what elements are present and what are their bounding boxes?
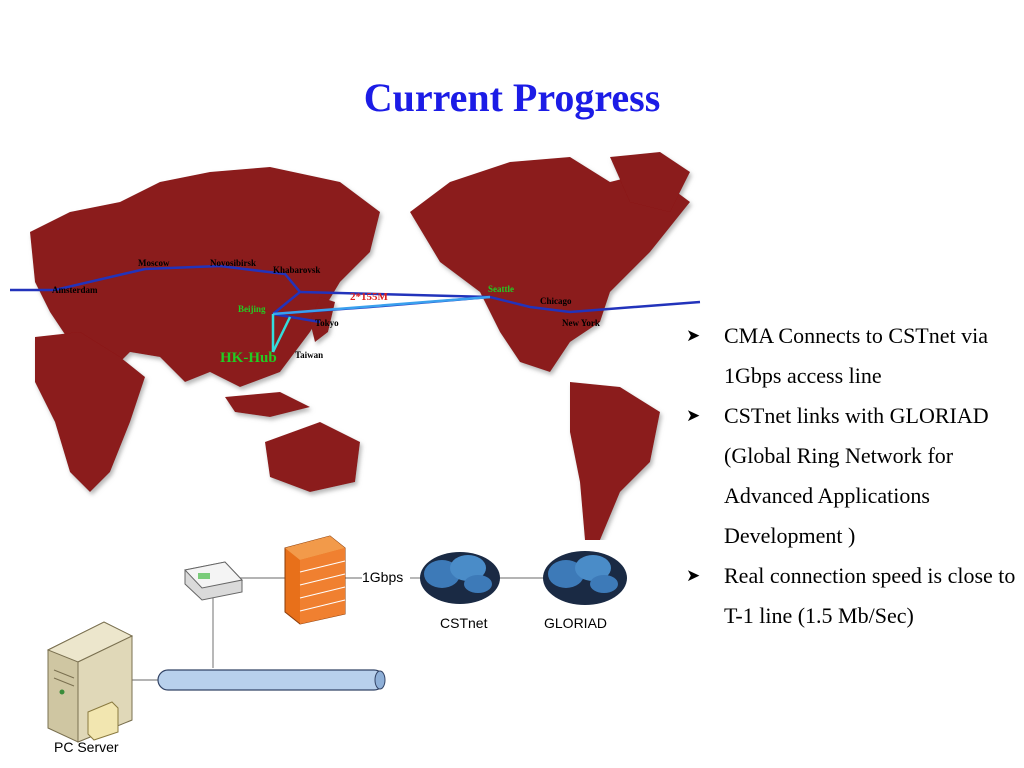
greenland-landmass: [610, 152, 690, 212]
cstnet-label: CSTnet: [440, 615, 488, 631]
bullet-item: ➤ CSTnet links with GLORIAD (Global Ring…: [686, 396, 1016, 556]
link-speed-label: 1Gbps: [362, 569, 403, 585]
city-seattle: Seattle: [488, 284, 514, 294]
arrow-bullet-icon: ➤: [686, 566, 701, 585]
bullet-item: ➤ CMA Connects to CSTnet via 1Gbps acces…: [686, 316, 1016, 396]
indonesia-landmass: [225, 392, 310, 417]
city-new-york: New York: [562, 318, 600, 328]
city-beijing: Beijing: [238, 304, 266, 314]
gloriad-label: GLORIAD: [544, 615, 607, 631]
japan-landmass: [310, 297, 335, 342]
arrow-bullet-icon: ➤: [686, 406, 701, 425]
bullet-list: ➤ CMA Connects to CSTnet via 1Gbps acces…: [686, 316, 1016, 636]
network-bus-icon: [157, 669, 386, 691]
city-chicago: Chicago: [540, 296, 572, 306]
eurasia-landmass: [30, 167, 380, 387]
cstnet-cloud-icon: [420, 552, 500, 604]
arrow-bullet-icon: ➤: [686, 326, 701, 345]
link-label: 2*155M: [350, 291, 389, 303]
africa-landmass: [35, 332, 145, 492]
gloriad-cloud-icon: [543, 551, 627, 605]
pc-server-icon: [46, 621, 134, 743]
city-novosibirsk: Novosibirsk: [210, 258, 256, 268]
network-links: [10, 264, 701, 353]
city-moscow: Moscow: [138, 258, 170, 268]
city-amsterdam: Amsterdam: [52, 285, 98, 295]
hub-label: HK-Hub: [220, 350, 277, 366]
firewall-icon: [284, 535, 346, 625]
slide-title: Current Progress: [363, 75, 661, 120]
world-map: Moscow Novosibirsk Khabarovsk Amsterdam …: [10, 152, 701, 540]
network-diagram: 1Gbps CSTnet GLORIAD: [46, 535, 627, 755]
router-icon: [184, 561, 243, 601]
bullet-item: ➤ Real connection speed is close to T-1 …: [686, 556, 1016, 636]
bullet-text: CMA Connects to CSTnet via 1Gbps access …: [724, 323, 988, 388]
australia-landmass: [265, 422, 360, 492]
city-tokyo: Tokyo: [315, 318, 339, 328]
city-khabarovsk: Khabarovsk: [273, 265, 320, 275]
city-taiwan: Taiwan: [295, 350, 323, 360]
pc-server-label: PC Server: [54, 739, 119, 755]
bullet-text: CSTnet links with GLORIAD (Global Ring N…: [724, 403, 989, 548]
north-america-landmass: [410, 157, 690, 372]
bullet-text: Real connection speed is close to T-1 li…: [724, 563, 1016, 628]
south-america-landmass: [570, 382, 660, 540]
